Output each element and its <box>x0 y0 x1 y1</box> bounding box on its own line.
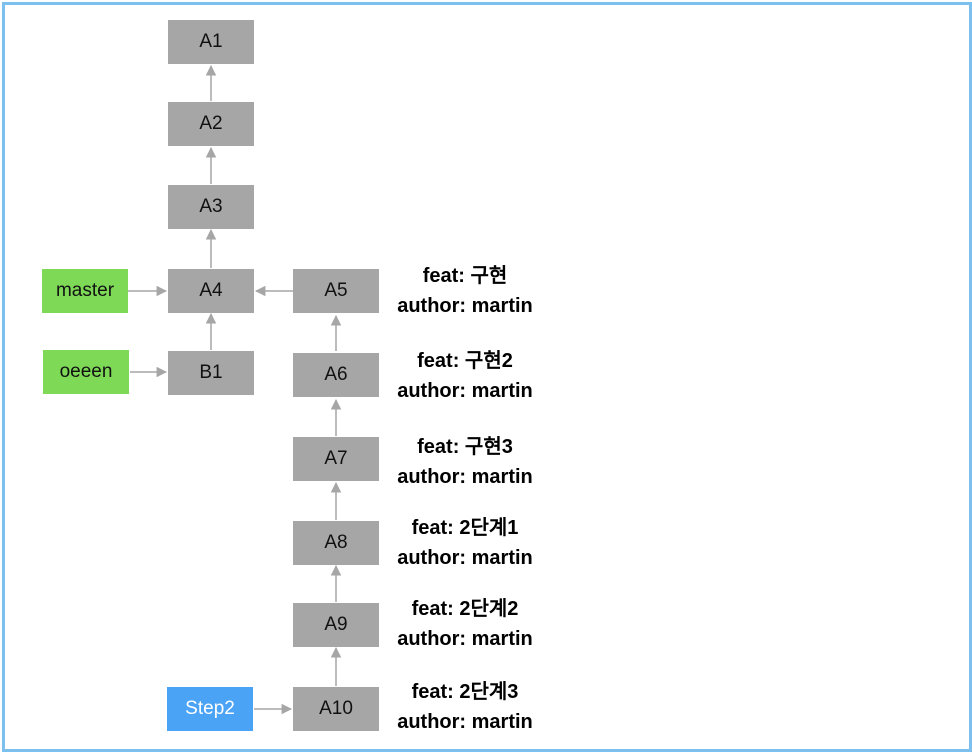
commit-author-a7: author: martin <box>397 466 533 488</box>
commit-a4: A4 <box>168 269 254 313</box>
commit-message-a9: feat: 2단계2 author: martin <box>365 594 565 654</box>
commit-author-a10: author: martin <box>397 711 533 733</box>
commit-author-a6: author: martin <box>397 380 533 402</box>
commit-feat-a10: feat: 2단계3 <box>411 681 519 703</box>
commit-a9: A9 <box>293 603 379 647</box>
commit-a1: A1 <box>168 20 254 64</box>
commit-a5: A5 <box>293 269 379 313</box>
commit-author-a8: author: martin <box>397 547 533 569</box>
commit-feat-a8: feat: 2단계1 <box>411 517 519 539</box>
commit-author-a5: author: martin <box>397 295 533 317</box>
commit-author-a9: author: martin <box>397 628 533 650</box>
branch-step2: Step2 <box>167 687 253 731</box>
commit-feat-a5: feat: 구현 <box>422 265 508 287</box>
branch-oeeen: oeeen <box>43 350 129 394</box>
commit-a6: A6 <box>293 353 379 397</box>
commit-feat-a9: feat: 2단계2 <box>411 598 519 620</box>
commit-feat-a6: feat: 구현2 <box>417 350 513 372</box>
commit-message-a7: feat: 구현3 author: martin <box>365 432 565 492</box>
commit-a8: A8 <box>293 521 379 565</box>
commit-a10: A10 <box>293 687 379 731</box>
commit-a2: A2 <box>168 102 254 146</box>
commit-message-a6: feat: 구현2 author: martin <box>365 346 565 406</box>
commit-feat-a7: feat: 구현3 <box>417 436 513 458</box>
commit-a3: A3 <box>168 185 254 229</box>
branch-master: master <box>42 269 128 313</box>
commit-message-a5: feat: 구현 author: martin <box>365 261 565 321</box>
commit-a7: A7 <box>293 437 379 481</box>
commit-message-a10: feat: 2단계3 author: martin <box>365 677 565 737</box>
commit-message-a8: feat: 2단계1 author: martin <box>365 513 565 573</box>
commit-b1: B1 <box>168 351 254 395</box>
